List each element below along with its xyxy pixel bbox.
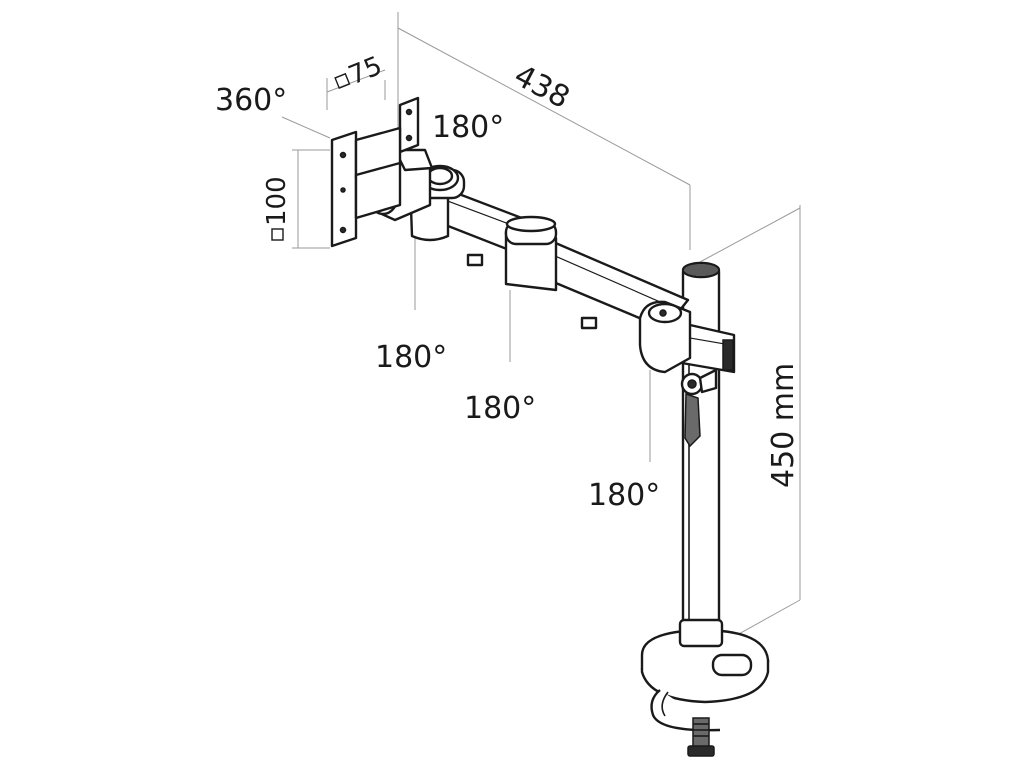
vesa-large-dimension: 100 <box>262 176 292 241</box>
joint-pole-label: 180° <box>588 478 660 513</box>
square-symbol-icon <box>271 228 284 241</box>
vesa-small-label: 75 <box>344 51 386 91</box>
lock-lever <box>680 368 718 448</box>
vesa-plate <box>330 96 420 248</box>
plate-rotation-label: 360° <box>215 83 287 118</box>
joint-arm-middle-label: 180° <box>464 391 536 426</box>
desk-clamp <box>640 618 770 757</box>
vesa-small-dimension: 75 <box>334 51 386 91</box>
dimension-lines <box>281 12 801 641</box>
pole-height-label: 450 mm <box>766 363 801 488</box>
joint-arm-left-label: 180° <box>375 340 447 375</box>
vesa-large-label: 100 <box>262 176 292 226</box>
arm-length-label: 438 <box>508 58 575 116</box>
joint-middle <box>504 215 558 292</box>
square-symbol-icon <box>334 72 351 90</box>
joint-pole-side <box>638 300 692 374</box>
joint-head-label: 180° <box>432 110 504 145</box>
